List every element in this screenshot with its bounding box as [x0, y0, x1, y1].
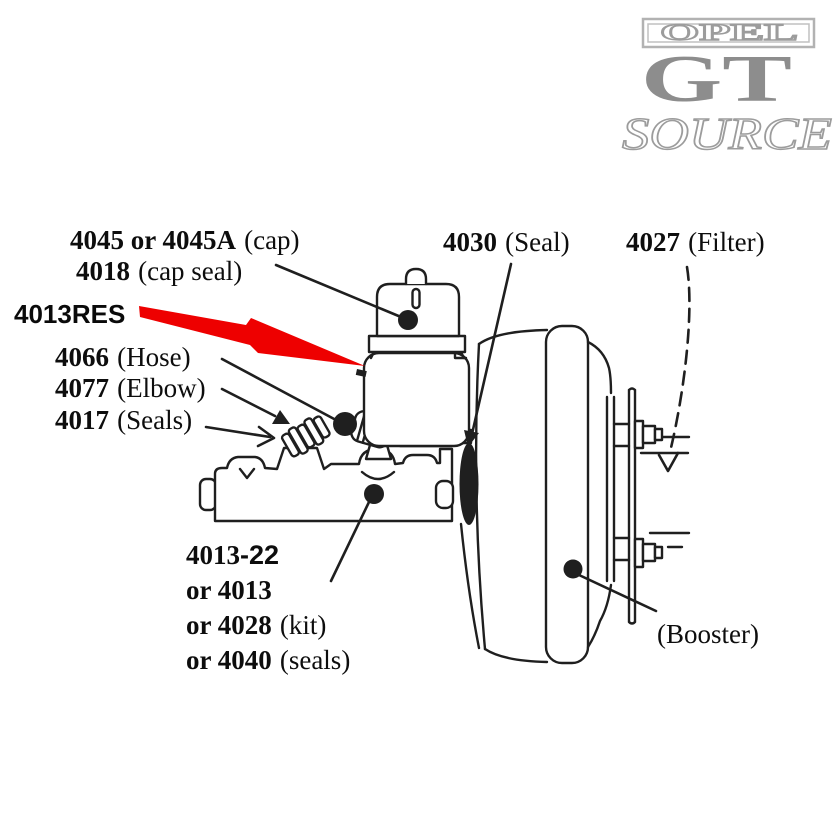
opel-gt-source-logo: OPEL GT SOURCE	[621, 17, 833, 160]
pointer-elbow-arrowhead	[272, 410, 290, 424]
kit-part-number-1: 4013	[186, 540, 240, 570]
kit-part-desc-3: (kit)	[279, 610, 327, 640]
pointer-hose-line	[220, 357, 338, 422]
cap-seal-part-number: 4018	[76, 256, 130, 286]
booster-desc: (Booster)	[657, 619, 759, 649]
callout-master-cylinder-kit: 4013-22 or 4013 or 4028(kit) or 4040(sea…	[186, 538, 350, 678]
hose-part-desc: (Hose)	[117, 342, 191, 372]
seals-part-number: 4017	[55, 405, 109, 435]
callout-pointers	[139, 262, 691, 613]
hose-part-number: 4066	[55, 342, 109, 372]
pointer-seals-arrowhead	[256, 425, 276, 448]
callout-booster: (Booster)	[657, 618, 759, 650]
booster-stud-bottom	[633, 531, 691, 569]
booster-stud-top	[633, 419, 691, 455]
kit-part-number-2: or 4013	[186, 575, 272, 605]
filter-part-desc: (Filter)	[688, 227, 765, 257]
callout-elbow: 4077 (Elbow)	[55, 372, 206, 404]
callout-filter: 4027 (Filter)	[626, 226, 765, 258]
brake-assembly-drawing	[198, 267, 691, 665]
seal-part-desc: (Seal)	[505, 227, 570, 257]
logo-box-inner	[647, 23, 810, 43]
kit-part-number-4: or 4040	[186, 645, 272, 675]
pointer-elbow-line	[220, 387, 277, 418]
elbow-part-number: 4077	[55, 373, 109, 403]
booster-drawing	[459, 324, 691, 665]
callout-cap-seal: 4018 (cap seal)	[76, 255, 242, 287]
pointer-kit-line	[329, 500, 371, 583]
pointer-booster-line	[577, 573, 658, 613]
seals-part-desc: (Seals)	[117, 405, 193, 435]
logo-gt-text: GT	[641, 42, 792, 116]
pointer-filter-dashed-line	[668, 265, 691, 454]
pointer-seal-line	[470, 262, 513, 436]
logo-opel-text: OPEL	[660, 20, 798, 45]
logo-source-text: SOURCE	[622, 109, 832, 159]
callout-hose: 4066 (Hose)	[55, 341, 191, 373]
callout-cap: 4045 or 4045A (cap)	[70, 224, 300, 256]
reservoir-part-number: 4013RES	[14, 299, 126, 329]
callout-reservoir: 4013RES	[14, 299, 125, 329]
kit-part-number-3: or 4028	[186, 610, 272, 640]
pointer-filter-arrowhead	[657, 451, 680, 473]
cap-part-number: 4045 or 4045A	[70, 225, 236, 255]
cap-seal-part-desc: (cap seal)	[138, 256, 243, 286]
callout-seals: 4017 (Seals)	[55, 404, 192, 436]
seal-drawing	[459, 443, 479, 525]
cap-part-desc: (cap)	[244, 225, 300, 255]
reservoir-drawing	[355, 267, 471, 448]
pointer-cap-line	[274, 263, 403, 319]
reservoir-highlight-arrow	[139, 306, 365, 366]
pointer-cap-dot	[398, 310, 418, 330]
pointer-kit-dot	[364, 484, 384, 504]
filter-part-number: 4027	[626, 227, 680, 257]
pointer-seals-line	[204, 425, 272, 439]
pointer-booster-dot	[563, 559, 583, 579]
elbow-part-desc: (Elbow)	[117, 373, 206, 403]
pointer-seal-arrowhead	[464, 430, 479, 447]
pointer-hose-dot	[333, 412, 357, 436]
kit-part-desc-4: (seals)	[279, 645, 351, 675]
seal-part-number: 4030	[443, 227, 497, 257]
callout-seal: 4030 (Seal)	[443, 226, 570, 258]
reservoir-tick	[355, 369, 367, 377]
kit-part-number-1-suffix: -22	[240, 540, 280, 570]
